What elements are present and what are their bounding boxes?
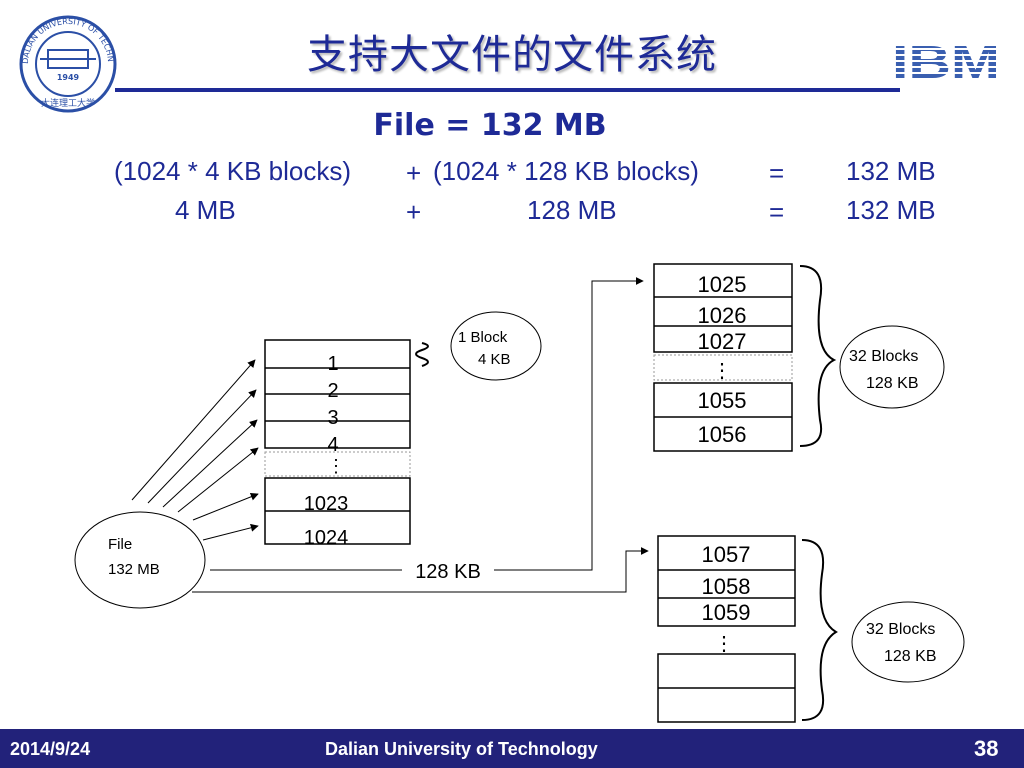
block-size-note-line2: 4 KB <box>478 351 511 368</box>
group1-note-line2: 128 KB <box>866 375 918 392</box>
group1-note-line1: 32 Blocks <box>849 348 918 365</box>
university-seal-logo: DALIAN UNIVERSITY OF TECHNOLOGY 1949 大连理… <box>18 14 117 113</box>
footer-date: 2014/9/24 <box>10 739 91 759</box>
group2-block-label: 1058 <box>702 574 751 599</box>
block-size-note-line1: 1 Block <box>458 329 508 346</box>
slide-title: 支持大文件的文件系统 <box>307 32 717 78</box>
footer-institution: Dalian University of Technology <box>325 739 598 759</box>
block-size-note <box>450 311 542 381</box>
direct-block-label: 1024 <box>304 527 349 549</box>
eq1-result: 132 MB <box>846 156 936 186</box>
eq2-left: 4 MB <box>175 195 236 225</box>
ibm-logo-text: IBM <box>892 38 1000 84</box>
pointer-arrow <box>202 523 259 541</box>
pointer-size-label: 128 KB <box>415 561 481 583</box>
group2-block-label: 1057 <box>702 542 751 567</box>
eq1-left: (1024 * 4 KB blocks) <box>114 156 352 186</box>
eq1-plus: + <box>406 158 422 188</box>
indirect-pointer-2 <box>192 547 649 593</box>
direct-block-label: 4 <box>327 434 338 456</box>
direct-block-label: 3 <box>327 407 338 429</box>
direct-block-label: 1023 <box>304 493 349 515</box>
direct-block-stack <box>264 339 411 545</box>
file-block-diagram: File 132 MB 1 2 3 4 ⋮ 1023 1024 1 Block … <box>74 263 965 723</box>
eq2-result: 132 MB <box>846 195 936 225</box>
group1-ellipsis: ⋮ <box>712 360 732 382</box>
pointer-arrow <box>147 389 257 504</box>
group1-block-label: 1025 <box>698 272 747 297</box>
direct-ellipsis: ⋮ <box>327 456 345 476</box>
footer-page-number: 38 <box>974 736 999 761</box>
block-brace <box>415 342 429 367</box>
pointer-arrow <box>192 492 259 521</box>
title-underline <box>115 88 900 92</box>
indirect-pointer-1 <box>210 277 644 571</box>
footer-bar <box>0 729 1024 768</box>
group1-block-label: 1027 <box>698 329 747 354</box>
group1-brace <box>799 265 837 447</box>
seal-chinese-name: 大连理工大学 <box>41 97 95 109</box>
group2-note-line1: 32 Blocks <box>866 621 935 638</box>
group2-note <box>851 601 965 683</box>
direct-block-label: 1 <box>327 353 338 375</box>
group2-block-label: 1059 <box>702 600 751 625</box>
group1-block-label: 1056 <box>698 422 747 447</box>
file-size-heading: File = 132 MB <box>373 108 607 143</box>
pointer-arrow <box>177 447 259 513</box>
pointer-arrow <box>162 419 258 508</box>
seal-year: 1949 <box>57 73 80 82</box>
eq2-middle: 128 MB <box>527 195 617 225</box>
eq2-equals: = <box>769 197 785 227</box>
file-node <box>74 511 206 609</box>
file-node-label: File <box>108 536 132 553</box>
direct-block-label: 2 <box>327 380 338 402</box>
group1-block-label: 1026 <box>698 303 747 328</box>
file-node-size: 132 MB <box>108 561 160 578</box>
eq1-equals: = <box>769 158 785 188</box>
indirect-block-group-1 <box>653 263 793 452</box>
eq2-plus: + <box>406 197 422 227</box>
group2-note-line2: 128 KB <box>884 648 936 665</box>
ibm-logo: IBM <box>892 38 1000 84</box>
pointer-arrow <box>131 359 256 501</box>
group2-brace <box>801 539 838 721</box>
group1-block-label: 1055 <box>698 388 747 413</box>
eq1-middle: (1024 * 128 KB blocks) <box>433 156 699 186</box>
group1-note <box>839 325 945 409</box>
group2-ellipsis: ⋮ <box>714 633 734 655</box>
indirect-block-group-2 <box>657 535 796 723</box>
